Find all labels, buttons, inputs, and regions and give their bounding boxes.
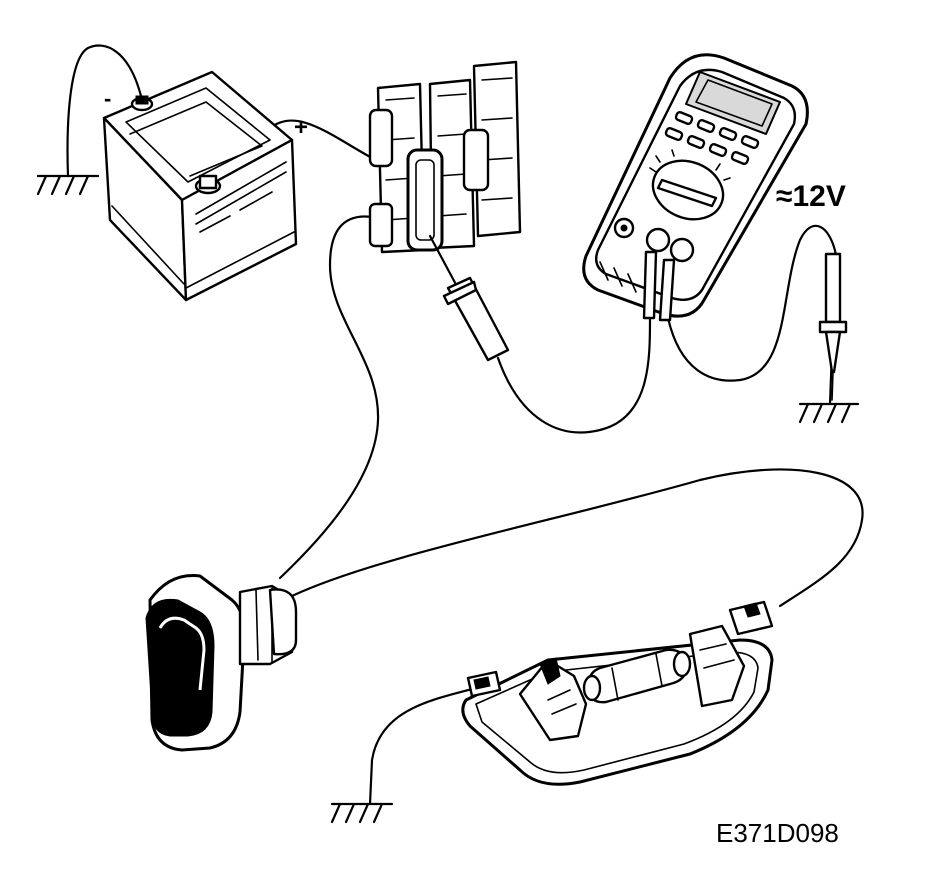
ground-symbol-multimeter xyxy=(798,402,860,424)
test-probe-fuse xyxy=(428,234,510,362)
multimeter-buttons xyxy=(664,110,760,166)
courtesy-lamp xyxy=(461,600,774,786)
battery-negative-label: - xyxy=(104,86,112,111)
multimeter-rotary-dial xyxy=(649,149,731,221)
ground-symbol-lamp xyxy=(330,802,394,824)
lamp-bulb xyxy=(582,648,692,704)
fuse-box xyxy=(368,60,522,254)
battery xyxy=(102,70,298,302)
door-switch xyxy=(145,574,298,752)
ground-symbol-battery xyxy=(36,174,100,196)
voltage-reading-label: ≈12V xyxy=(776,180,846,213)
multimeter xyxy=(582,53,809,322)
battery-positive-label: + xyxy=(294,114,309,141)
test-probe-ground xyxy=(818,252,848,401)
figure-code-label: E371D098 xyxy=(716,818,839,848)
multimeter-jacks xyxy=(613,217,695,263)
